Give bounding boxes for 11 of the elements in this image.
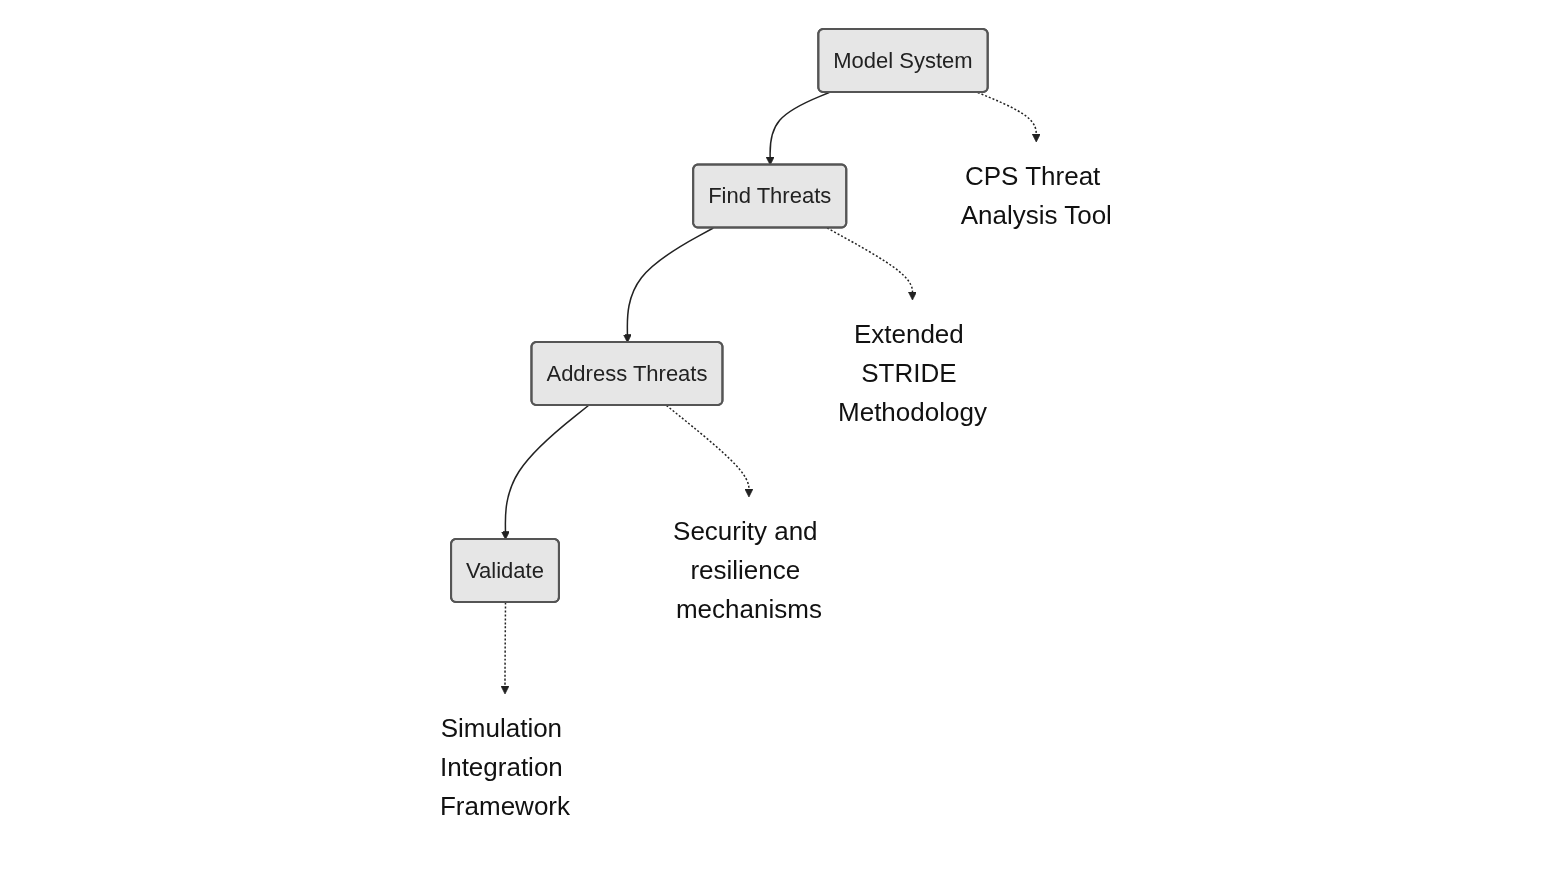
node-text: Simulation Integration Framework	[440, 712, 571, 821]
arrow	[826, 226, 918, 300]
arrow	[501, 404, 590, 540]
arrow	[766, 91, 831, 165]
node-text: CPS Threat Analysis Tool	[960, 160, 1113, 230]
arrow	[623, 226, 715, 343]
arrow	[500, 601, 510, 694]
arrow	[977, 91, 1042, 142]
node-text: Extended STRIDE Methodology	[838, 318, 988, 427]
node-text: Security and resilience mechanisms	[673, 515, 823, 624]
arrow	[666, 404, 754, 497]
